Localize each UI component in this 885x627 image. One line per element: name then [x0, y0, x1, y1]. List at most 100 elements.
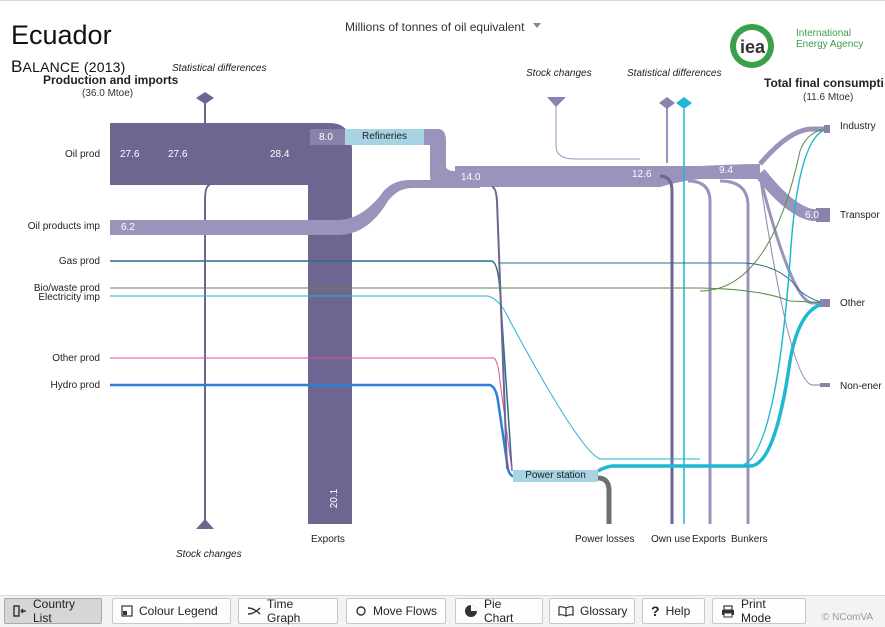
left-column-title: Production and imports	[43, 73, 179, 87]
flow-to-nonenergy[interactable]	[759, 178, 830, 386]
value-oil-prod-a: 27.6	[120, 149, 140, 160]
page-subtitle: BALANCE (2013)	[11, 57, 126, 77]
value-exports: 20.1	[329, 488, 341, 509]
flow-oil-to-refineries[interactable]	[310, 129, 345, 145]
source-oil-prod[interactable]: Oil prod	[64, 149, 100, 160]
flow-stock-changes-top[interactable]	[555, 105, 640, 160]
transport-sink[interactable]	[816, 208, 830, 222]
help-label: Help	[665, 604, 691, 618]
flow-power-losses[interactable]	[597, 475, 612, 524]
source-bio-waste-prod[interactable]: Bio/waste prod	[33, 283, 100, 294]
time-graph-icon	[247, 607, 261, 615]
flow-to-industry[interactable]	[758, 126, 830, 166]
time-graph-button[interactable]: Time Graph	[238, 597, 338, 625]
flow-oil-products-imp[interactable]	[110, 180, 480, 235]
stock-changes-left-marker[interactable]	[196, 519, 214, 529]
flow-bio-to-industry[interactable]	[699, 128, 831, 292]
value-mid-band: 12.6	[632, 169, 652, 180]
value-oil-imports: 6.2	[121, 222, 135, 233]
left-column-total: (36.0 Mtoe)	[82, 88, 134, 99]
flow-oil-to-power[interactable]	[491, 186, 508, 470]
sink-other[interactable]: Other	[840, 298, 866, 309]
flow-electricity-out[interactable]	[597, 301, 831, 473]
nonenergy-sink[interactable]	[820, 383, 830, 387]
flow-oil-exports[interactable]	[110, 123, 352, 524]
book-icon	[558, 606, 574, 617]
flow-other-prod[interactable]	[110, 357, 513, 472]
agency-line1: International	[796, 28, 852, 39]
other-sink[interactable]	[820, 299, 830, 307]
value-tfc-band: 9.4	[719, 165, 733, 176]
help-button[interactable]: ? Help	[642, 598, 705, 624]
time-graph-label: Time Graph	[267, 597, 301, 625]
subtitle-cap: B	[11, 57, 23, 76]
print-mode-label: Print Mode	[741, 597, 772, 625]
bottom-toolbar: Country List Colour Legend Time Graph Mo…	[0, 595, 885, 627]
country-list-icon	[13, 605, 26, 617]
sankey-flows	[110, 92, 831, 529]
country-list-label: Country List	[33, 597, 76, 625]
pie-chart-icon	[465, 605, 477, 617]
flow-electricity-industry[interactable]	[739, 128, 831, 467]
flow-elec-imp[interactable]	[110, 295, 700, 460]
subtitle-rest: ALANCE (2013)	[22, 59, 126, 75]
flow-stock-changes-left[interactable]	[204, 184, 211, 523]
source-oil-products-imp[interactable]: Oil products imp	[27, 221, 100, 232]
source-hydro-prod[interactable]: Hydro prod	[50, 380, 100, 391]
stat-diff-top-label: Statistical differences	[627, 68, 722, 79]
move-flows-label: Move Flows	[373, 604, 438, 618]
value-refinery-in: 8.0	[319, 132, 333, 143]
print-mode-button[interactable]: Print Mode	[712, 597, 806, 625]
value-oil-prod-b: 27.6	[168, 149, 188, 160]
value-transport: 6.0	[805, 210, 819, 221]
move-flows-icon	[356, 606, 366, 616]
right-column-title: Total final consumpti	[764, 76, 884, 90]
sink-non-energy[interactable]: Non-ener	[840, 381, 882, 392]
stock-changes-top-label: Stock changes	[526, 68, 592, 79]
flow-to-transport[interactable]	[755, 169, 830, 221]
stat-diff-top-marker-elec[interactable]	[676, 97, 692, 109]
page-title: Ecuador	[11, 20, 112, 50]
stat-diff-left-marker[interactable]	[196, 92, 214, 104]
flow-exports-prod[interactable]	[687, 179, 712, 524]
source-electricity-imp[interactable]: Electricity imp	[38, 292, 100, 303]
sankey-stage: Ecuador BALANCE (2013) Millions of tonne…	[0, 0, 885, 560]
sink-power-losses[interactable]: Power losses	[575, 534, 635, 545]
flow-bio[interactable]	[110, 287, 831, 304]
glossary-label: Glossary	[580, 604, 628, 618]
source-gas-prod[interactable]: Gas prod	[58, 256, 100, 267]
pie-chart-label: Pie Chart	[484, 597, 514, 625]
country-list-button[interactable]: Country List	[4, 597, 102, 625]
flow-hydro[interactable]	[110, 383, 514, 478]
industry-sink[interactable]	[824, 125, 830, 133]
colour-legend-icon	[121, 605, 133, 617]
stock-changes-left-label: Stock changes	[176, 549, 242, 560]
help-icon: ?	[651, 603, 660, 619]
sink-transport[interactable]: Transpor	[840, 210, 880, 221]
sink-industry[interactable]: Industry	[840, 121, 876, 132]
move-flows-button[interactable]: Move Flows	[346, 598, 446, 624]
glossary-button[interactable]: Glossary	[549, 598, 635, 624]
power-station-node[interactable]: Power station	[513, 470, 598, 482]
colour-legend-label: Colour Legend	[139, 604, 218, 618]
sink-own-use[interactable]: Own use	[651, 534, 691, 545]
stat-diff-top-marker[interactable]	[659, 97, 675, 109]
agency-line2: Energy Agency	[796, 39, 864, 50]
flow-bunkers[interactable]	[719, 179, 750, 524]
source-other-prod[interactable]: Other prod	[52, 353, 100, 364]
colour-legend-button[interactable]: Colour Legend	[112, 598, 231, 624]
flow-oil-products-main[interactable]	[455, 164, 760, 187]
copyright: © NComVA	[822, 612, 874, 623]
unit-dropdown[interactable]: Millions of tonnes of oil equivalent	[345, 20, 525, 34]
sink-exports-crude[interactable]: Exports	[311, 534, 345, 545]
refineries-node[interactable]: Refineries	[345, 129, 424, 145]
flow-own-use[interactable]	[659, 174, 674, 524]
agency-name: International Energy Agency	[796, 28, 863, 50]
pie-chart-button[interactable]: Pie Chart	[455, 597, 543, 625]
printer-icon	[722, 604, 734, 617]
sink-bunkers[interactable]: Bunkers	[731, 534, 768, 545]
stock-changes-top-marker[interactable]	[547, 97, 566, 107]
chevron-down-icon[interactable]	[533, 23, 541, 28]
sink-exports-products[interactable]: Exports	[692, 534, 726, 545]
value-oil-prod-c: 28.4	[270, 149, 290, 160]
